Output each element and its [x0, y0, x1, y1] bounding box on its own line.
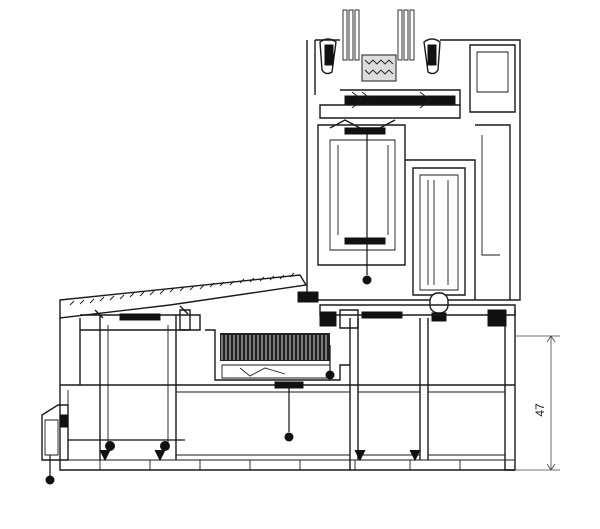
sliding-sash [405, 124, 511, 322]
drainage-point [325, 370, 335, 380]
sill-attachment [41, 404, 185, 485]
thermal-insulation-block [205, 329, 350, 442]
sash-chamber [317, 119, 406, 285]
lower-frame [59, 304, 516, 471]
drainage-point [105, 441, 115, 451]
dimension-47: 47 [515, 335, 560, 471]
drainage-point [362, 275, 372, 285]
drainage-point [160, 441, 170, 451]
upper-sash-frame [306, 38, 521, 301]
glass-unit [342, 9, 415, 82]
drainage-point [284, 432, 294, 442]
drainage-point [45, 475, 55, 485]
sloped-sill [59, 272, 319, 319]
dimension-label: 47 [533, 403, 547, 417]
